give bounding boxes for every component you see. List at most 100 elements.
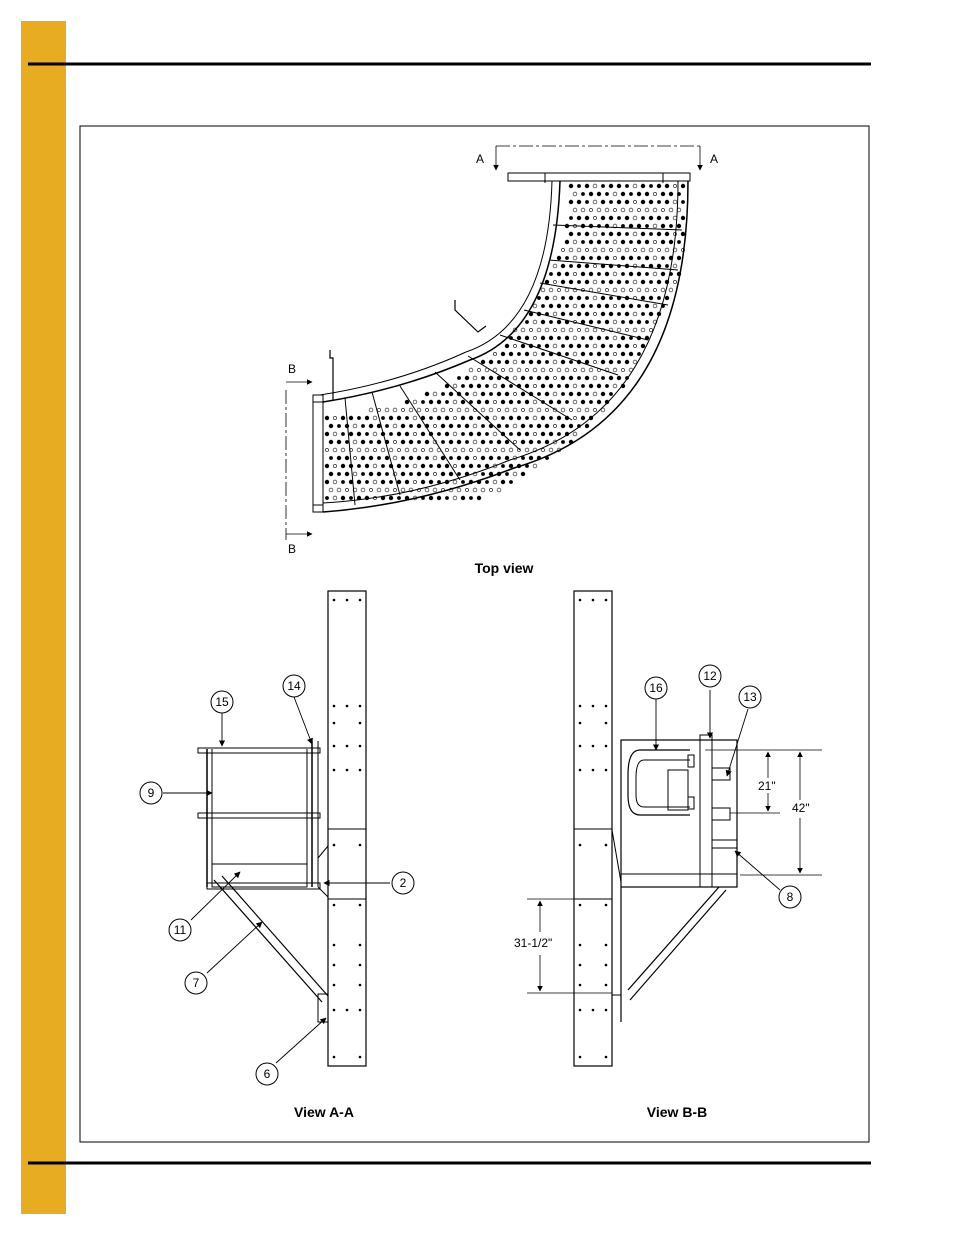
grating-hole [636, 191, 642, 197]
grating-hole [676, 223, 682, 229]
grating-hole [600, 359, 606, 365]
grating-hole [641, 264, 645, 268]
grating-hole [657, 296, 661, 300]
grating-hole [604, 303, 610, 309]
grating-hole [416, 455, 422, 461]
grating-hole [528, 359, 534, 365]
grating-hole [416, 471, 422, 477]
bolt-hole [358, 943, 362, 947]
grating-hole [609, 200, 613, 204]
grating-hole [492, 415, 498, 421]
grating-hole [572, 191, 578, 197]
grating-hole [584, 375, 590, 381]
grating-hole [536, 375, 542, 381]
grating-hole [400, 487, 406, 493]
grating-hole [500, 399, 506, 405]
grating-hole [512, 407, 518, 413]
grating-hole [356, 447, 362, 453]
grating-hole [592, 295, 598, 301]
bolt-hole [345, 1008, 349, 1012]
grating-hole [644, 207, 650, 213]
grating-hole [408, 455, 414, 461]
grating-hole [484, 367, 490, 373]
grating-hole [572, 239, 578, 245]
grating-hole [617, 216, 621, 220]
grating-hole [468, 431, 474, 437]
grating-hole [628, 271, 634, 277]
grating-hole [440, 407, 446, 413]
grating-hole [389, 432, 393, 436]
grating-hole [612, 319, 618, 325]
grating-hole [361, 472, 365, 476]
bolt-hole [332, 983, 336, 987]
bolt-hole [578, 768, 582, 772]
grating-hole [596, 351, 602, 357]
section-a-right-label: A [710, 152, 718, 166]
grating-hole [529, 328, 533, 332]
grating-hole [621, 320, 625, 324]
grating-hole [488, 471, 494, 477]
section-a-left-label: A [476, 152, 484, 166]
grating-hole [412, 495, 418, 501]
grating-hole [424, 471, 430, 477]
grating-hole [560, 263, 566, 269]
grating-hole [448, 439, 454, 445]
grating-hole [533, 336, 537, 340]
grating-hole [560, 327, 566, 333]
grating-hole [380, 431, 386, 437]
grating-hole [544, 295, 550, 301]
grating-hole [480, 391, 486, 397]
grating-hole [672, 247, 678, 253]
grating-hole [520, 375, 526, 381]
grating-hole [664, 231, 670, 237]
grating-hole [548, 399, 554, 405]
grating-hole [545, 360, 549, 364]
grating-hole [528, 407, 534, 413]
grating-hole [536, 327, 542, 333]
grating-hole [341, 480, 345, 484]
grating-hole [645, 320, 649, 324]
grating-hole [389, 480, 393, 484]
grating-hole [340, 447, 346, 453]
grating-hole [441, 488, 445, 492]
grating-hole [524, 383, 530, 389]
grating-hole [532, 319, 538, 325]
grating-hole [557, 432, 561, 436]
grating-hole [625, 184, 629, 188]
grating-hole [672, 199, 678, 205]
grating-hole [628, 303, 634, 309]
grating-hole [376, 439, 382, 445]
grating-hole [580, 223, 586, 229]
grating-hole [616, 279, 622, 285]
grating-hole [576, 295, 582, 301]
grating-hole [580, 415, 586, 421]
grating-hole [348, 415, 354, 421]
grating-hole [576, 215, 582, 221]
grating-hole [620, 191, 626, 197]
grating-hole [464, 423, 470, 429]
grating-hole [572, 303, 578, 309]
grating-hole [644, 239, 650, 245]
grating-hole [540, 335, 546, 341]
grating-hole [620, 383, 626, 389]
grating-hole [569, 312, 573, 316]
grating-hole [664, 183, 670, 189]
bolt-hole [345, 598, 349, 602]
grating-hole [580, 351, 586, 357]
grating-hole [625, 232, 629, 236]
grating-hole [373, 448, 377, 452]
grating-hole [476, 447, 482, 453]
grating-hole [412, 415, 418, 421]
grating-hole [568, 247, 574, 253]
grating-hole [484, 415, 490, 421]
grating-hole [608, 263, 614, 269]
grating-hole [620, 351, 626, 357]
grating-hole [589, 208, 593, 212]
grating-hole [573, 272, 577, 276]
grating-hole [596, 255, 602, 261]
grating-hole [673, 184, 677, 188]
grating-hole [544, 391, 550, 397]
grating-hole [480, 487, 486, 493]
grating-hole [380, 479, 386, 485]
